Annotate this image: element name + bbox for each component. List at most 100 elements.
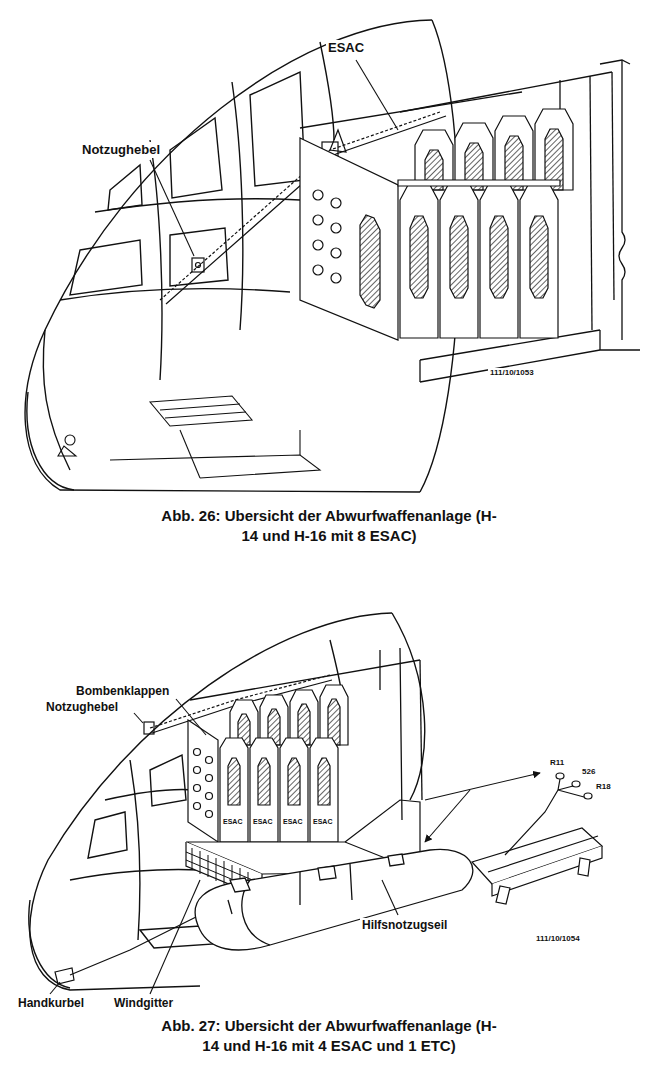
fuselage-nose xyxy=(88,812,127,858)
esac-rack-side-plate xyxy=(313,265,323,275)
cockpit-floor xyxy=(58,446,76,456)
esac-rack-front xyxy=(220,738,338,842)
fuselage-nose xyxy=(27,392,74,490)
leader-line xyxy=(150,160,194,256)
fuselage-nose xyxy=(70,869,200,880)
esac-rack-front xyxy=(410,216,428,298)
fuselage-nose xyxy=(25,20,459,492)
fuselage-nose xyxy=(108,165,142,210)
cockpit-floor xyxy=(180,430,200,478)
figure-caption: Abb. 26: Ubersicht der Abwurfwaffenanlag… xyxy=(152,506,506,545)
part-label: Notzughebel xyxy=(44,700,120,714)
fuselage-nose xyxy=(170,118,222,198)
esac-rack-side-plate xyxy=(206,775,213,782)
etc-rack xyxy=(505,790,558,855)
bomb xyxy=(318,866,336,880)
esac-rack-front xyxy=(480,185,518,338)
bomb-bay-structure xyxy=(300,92,522,128)
fuselage-nose xyxy=(105,789,195,800)
drawing-number: 111/10/1053 xyxy=(488,368,536,378)
esac-rack-front xyxy=(520,185,558,338)
leader-line xyxy=(382,880,398,915)
esac-rack-back xyxy=(320,685,348,745)
esac-rack-front xyxy=(288,758,300,805)
esac-rack-front xyxy=(400,185,438,338)
esac-rack-front xyxy=(530,216,548,298)
esac-rack-side-plate xyxy=(360,215,380,308)
part-label: Bombenklappen xyxy=(74,684,171,698)
bomb-bay-structure xyxy=(590,76,592,330)
esac-rack-front xyxy=(258,758,270,805)
leader-line xyxy=(50,699,540,994)
callout-number: R18 xyxy=(594,782,613,792)
esac-rack-front xyxy=(318,758,330,805)
esac-rack-side-plate xyxy=(206,793,213,800)
fuselage-nose xyxy=(250,72,305,186)
esac-rack-front xyxy=(450,216,468,298)
esac-rack-front xyxy=(228,758,240,805)
cockpit-floor xyxy=(58,396,320,478)
fuselage-nose xyxy=(130,760,140,940)
cockpit-floor xyxy=(65,435,75,445)
rack-marking: ESAC xyxy=(311,818,334,826)
esac-rack-front xyxy=(250,738,278,842)
bomb-bay-structure xyxy=(420,350,640,382)
cockpit-floor xyxy=(160,404,240,410)
etc-rack xyxy=(496,886,510,904)
esac-rack-back xyxy=(535,109,573,190)
bomb-bay-structure xyxy=(599,330,600,350)
leader-line xyxy=(425,773,540,800)
esac-rack-side-plate xyxy=(300,138,398,340)
rack-marking: ESAC xyxy=(251,818,274,826)
fuselage-nose xyxy=(60,289,290,300)
esac-rack-side-plate xyxy=(206,811,213,818)
fuselage-nose xyxy=(150,140,162,380)
leader-line xyxy=(50,982,60,994)
esac-rack-back xyxy=(415,109,573,190)
esac-rack-side-plate xyxy=(331,248,341,258)
esac-rack-back xyxy=(230,685,348,745)
cockpit-floor xyxy=(150,396,252,426)
esac-rack-back xyxy=(290,690,318,745)
esac-rack-side-plate xyxy=(300,138,398,340)
callout-number: 526 xyxy=(580,767,597,777)
leader-line xyxy=(134,713,143,723)
leader-line xyxy=(356,60,398,130)
leader-line xyxy=(150,60,398,256)
etc-rack xyxy=(556,773,564,779)
callout-number: R11 xyxy=(548,758,566,768)
figure-caption: Abb. 27: Ubersicht der Abwurfwaffenanlag… xyxy=(152,1016,506,1055)
bomb xyxy=(230,878,250,892)
part-label: ESAC xyxy=(326,40,366,56)
cockpit-floor xyxy=(299,430,300,455)
etc-rack xyxy=(572,781,580,787)
esac-rack-front xyxy=(398,180,560,186)
esac-rack-side-plate xyxy=(188,720,218,842)
etc-rack xyxy=(584,793,592,799)
esac-rack-side-plate xyxy=(194,803,201,810)
bomb-bay-structure xyxy=(300,60,640,382)
release-linkage xyxy=(192,258,204,272)
fuselage-nose xyxy=(29,900,70,988)
part-label: Handkurbel xyxy=(16,996,86,1010)
esac-rack-front xyxy=(220,738,248,842)
esac-rack-side-plate xyxy=(313,240,323,250)
esac-rack-front xyxy=(398,180,560,338)
part-label: Hilfsnotzugseil xyxy=(360,918,449,932)
esac-rack-front xyxy=(490,216,508,298)
bomb xyxy=(195,849,473,950)
esac-rack-side-plate xyxy=(313,215,323,225)
release-linkage xyxy=(55,968,74,984)
bomb-bay-structure xyxy=(380,648,402,820)
esac-rack-side-plate xyxy=(206,757,213,764)
esac-rack-side-plate xyxy=(313,190,323,200)
leader-line xyxy=(425,790,470,842)
fuselage-nose xyxy=(95,199,300,212)
cockpit-floor xyxy=(110,455,320,478)
esac-rack-side-plate xyxy=(331,273,341,283)
etc-rack xyxy=(578,858,590,876)
rack-marking: ESAC xyxy=(221,818,244,826)
bomb xyxy=(195,849,473,950)
cockpit-floor xyxy=(165,412,246,418)
